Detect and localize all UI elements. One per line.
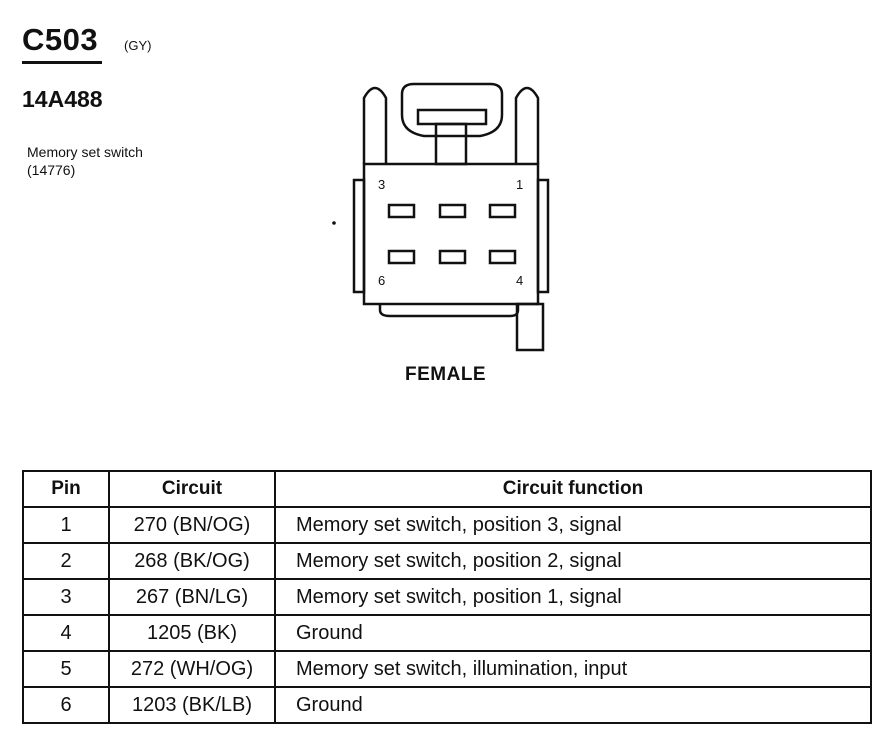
connector-color-code: (GY) <box>124 38 152 53</box>
connector-body <box>362 162 540 306</box>
pin-cell: 4 <box>22 614 110 652</box>
stray-mark <box>332 221 336 225</box>
cavity-6 <box>387 249 416 265</box>
circuit-cell: 270 (BN/OG) <box>108 506 276 544</box>
pin-label-1: 1 <box>516 177 523 192</box>
connector-side-right <box>536 178 550 294</box>
function-cell: Memory set switch, position 1, signal <box>274 578 872 616</box>
cavity-4 <box>488 249 517 265</box>
circuit-cell: 272 (WH/OG) <box>108 650 276 688</box>
component-name: Memory set switch <box>27 144 143 160</box>
function-cell: Ground <box>274 614 872 652</box>
pin-cell: 2 <box>22 542 110 580</box>
connector-id: C503 <box>22 22 99 57</box>
circuit-cell: 267 (BN/LG) <box>108 578 276 616</box>
left-latch-arm <box>362 86 388 164</box>
header-circuit: Circuit <box>108 470 276 508</box>
locking-tab-bar <box>416 108 488 126</box>
cavity-1 <box>488 203 517 219</box>
pin-cell: 5 <box>22 650 110 688</box>
part-number: 14A488 <box>22 86 103 112</box>
pin-label-4: 4 <box>516 273 523 288</box>
cavity-3 <box>387 203 416 219</box>
header-pin: Pin <box>22 470 110 508</box>
locking-tab <box>400 82 504 138</box>
cavity-5 <box>438 249 467 265</box>
cavity-2 <box>438 203 467 219</box>
function-cell: Memory set switch, position 3, signal <box>274 506 872 544</box>
function-cell: Memory set switch, position 2, signal <box>274 542 872 580</box>
circuit-cell: 1205 (BK) <box>108 614 276 652</box>
connector-skirt <box>378 304 520 318</box>
function-cell: Ground <box>274 686 872 724</box>
pin-label-3: 3 <box>378 177 385 192</box>
connector-face-diagram: 3 1 6 4 <box>332 82 550 352</box>
table-header-row: Pin Circuit Circuit function <box>22 470 872 508</box>
connector-gender-label: FEMALE <box>405 364 487 385</box>
header-circuit-function: Circuit function <box>274 470 872 508</box>
right-latch-arm <box>514 86 540 164</box>
locking-tab-stem <box>434 122 468 166</box>
circuit-cell: 1203 (BK/LB) <box>108 686 276 724</box>
pin-cell: 1 <box>22 506 110 544</box>
component-number: (14776) <box>27 162 76 178</box>
circuit-cell: 268 (BK/OG) <box>108 542 276 580</box>
pin-cell: 3 <box>22 578 110 616</box>
function-cell: Memory set switch, illumination, input <box>274 650 872 688</box>
connector-id-underline <box>22 61 102 64</box>
pin-cell: 6 <box>22 686 110 724</box>
connector-tail <box>515 302 545 352</box>
connector-side-left <box>352 178 366 294</box>
pin-label-6: 6 <box>378 273 385 288</box>
